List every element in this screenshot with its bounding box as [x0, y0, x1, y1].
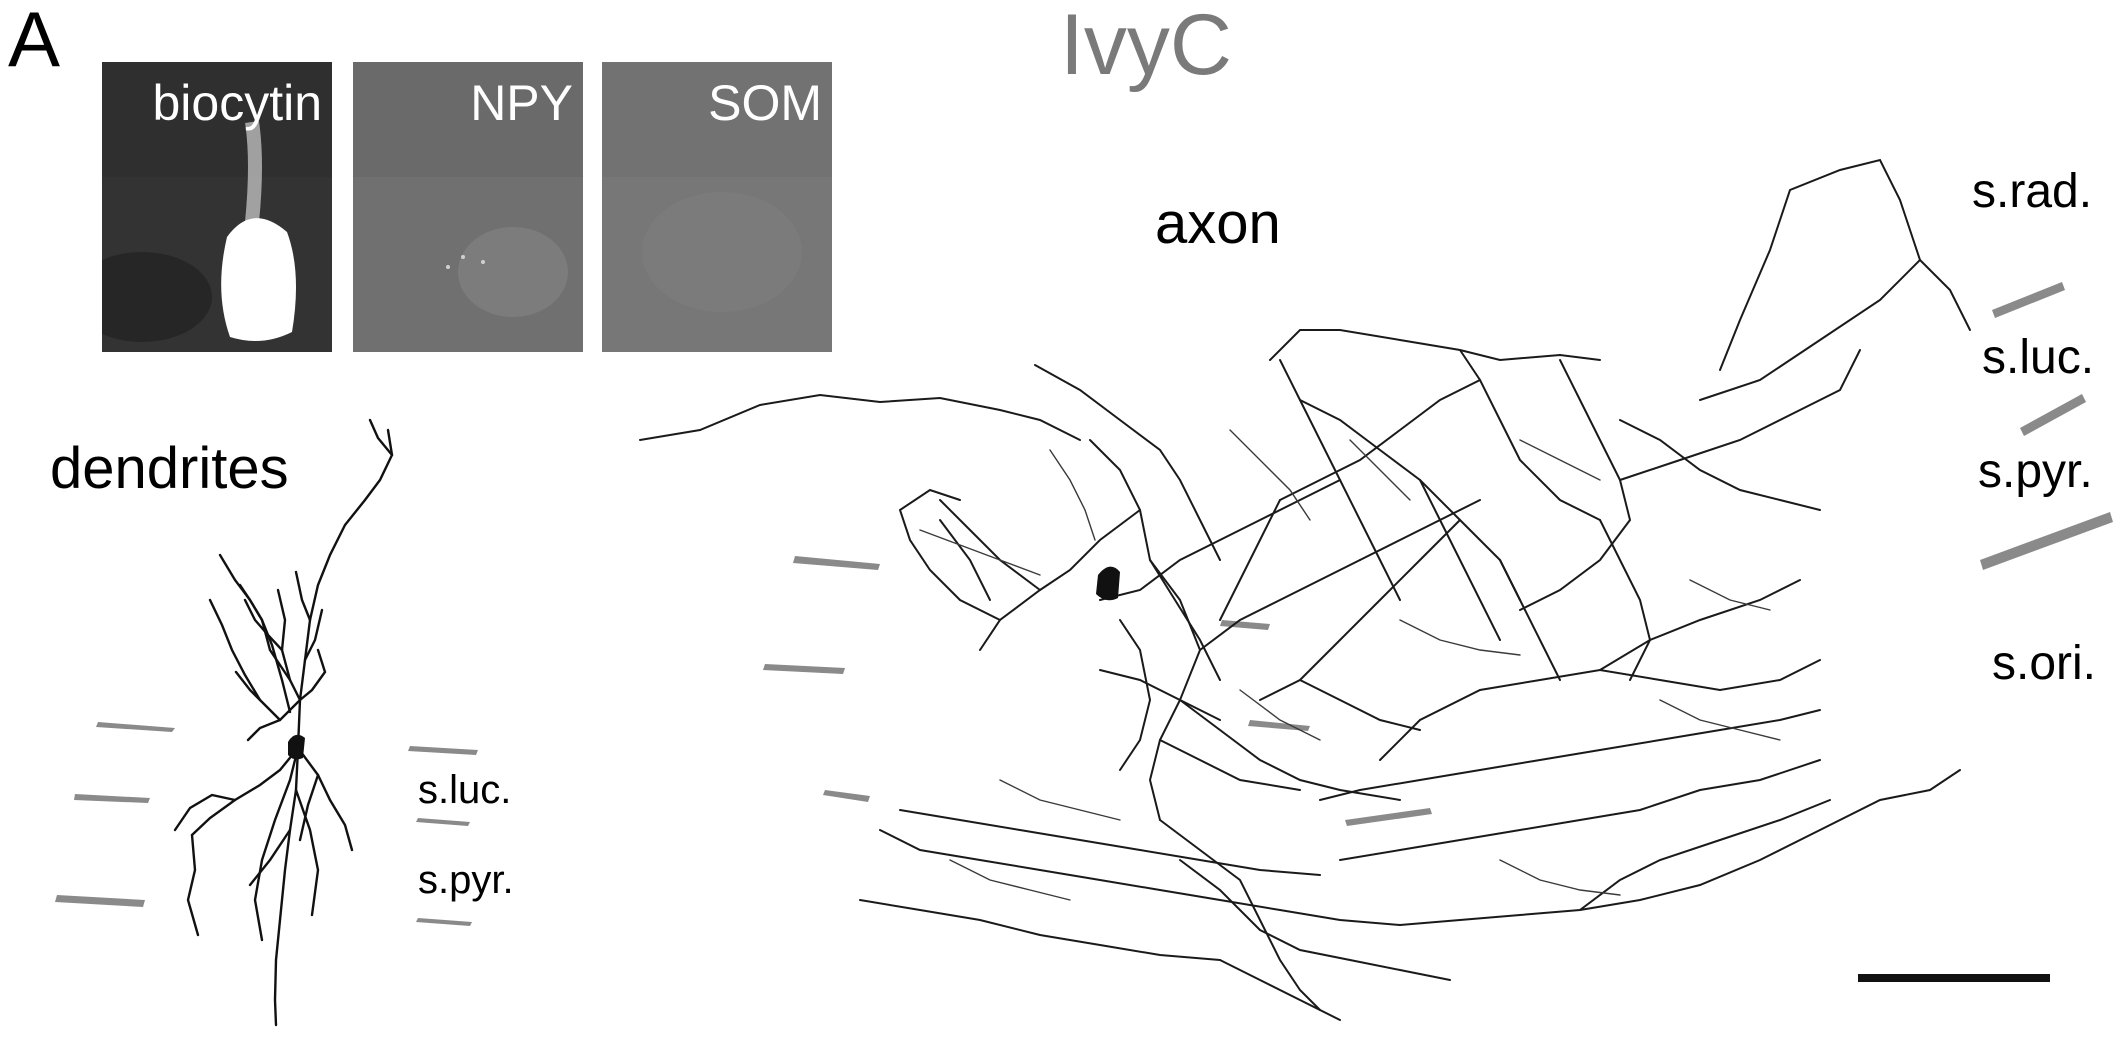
boundary-mark — [416, 918, 472, 926]
dendrite-layer-boundaries — [55, 722, 478, 926]
axon-layer-label-spyr: s.pyr. — [1978, 445, 2093, 498]
scale-bar — [1858, 974, 2050, 982]
boundary-mark — [793, 556, 880, 570]
panel-letter: A — [8, 0, 61, 83]
micrograph-label: NPY — [470, 75, 573, 131]
axonal-arbor — [639, 158, 1971, 1021]
dendrite-layer-label-sluc: s.luc. — [418, 768, 512, 812]
micrograph-biocytin: biocytin — [102, 62, 332, 352]
axon-layer-label-sluc: s.luc. — [1982, 331, 2095, 384]
boundary-mark — [1992, 282, 2065, 318]
micrograph-label: SOM — [708, 75, 822, 131]
boundary-mark — [74, 794, 150, 803]
boundary-mark — [1345, 808, 1432, 826]
boundary-mark — [1248, 720, 1310, 731]
boundary-mark — [823, 790, 870, 802]
boundary-mark — [1220, 620, 1270, 630]
boundary-mark — [2020, 394, 2086, 436]
axon-layer-label-srad: s.rad. — [1972, 165, 2093, 218]
boundary-mark — [96, 722, 175, 732]
dendrites-label: dendrites — [50, 436, 289, 501]
npy-image — [353, 62, 583, 352]
axon-soma — [1096, 566, 1120, 601]
dendrite-soma — [288, 734, 305, 760]
axonal-arbor-fine — [919, 429, 1781, 901]
som-image — [602, 62, 832, 352]
axon-layer-label-sori: s.ori. — [1992, 637, 2097, 690]
boundary-mark — [55, 895, 145, 907]
figure-title: IvyC — [1060, 0, 1232, 93]
micrograph-npy: NPY — [353, 62, 583, 352]
axon-layer-boundaries — [763, 282, 2113, 826]
micrograph-label: biocytin — [152, 75, 322, 131]
dendrite-layer-label-spyr: s.pyr. — [418, 858, 514, 902]
micrograph-som: SOM — [602, 62, 832, 352]
boundary-mark — [408, 746, 478, 755]
boundary-mark — [763, 664, 845, 674]
dendritic-tree — [173, 418, 394, 1027]
boundary-mark — [416, 818, 470, 826]
biocytin-image — [102, 62, 332, 352]
axon-label: axon — [1155, 191, 1281, 256]
boundary-mark — [1980, 512, 2113, 570]
